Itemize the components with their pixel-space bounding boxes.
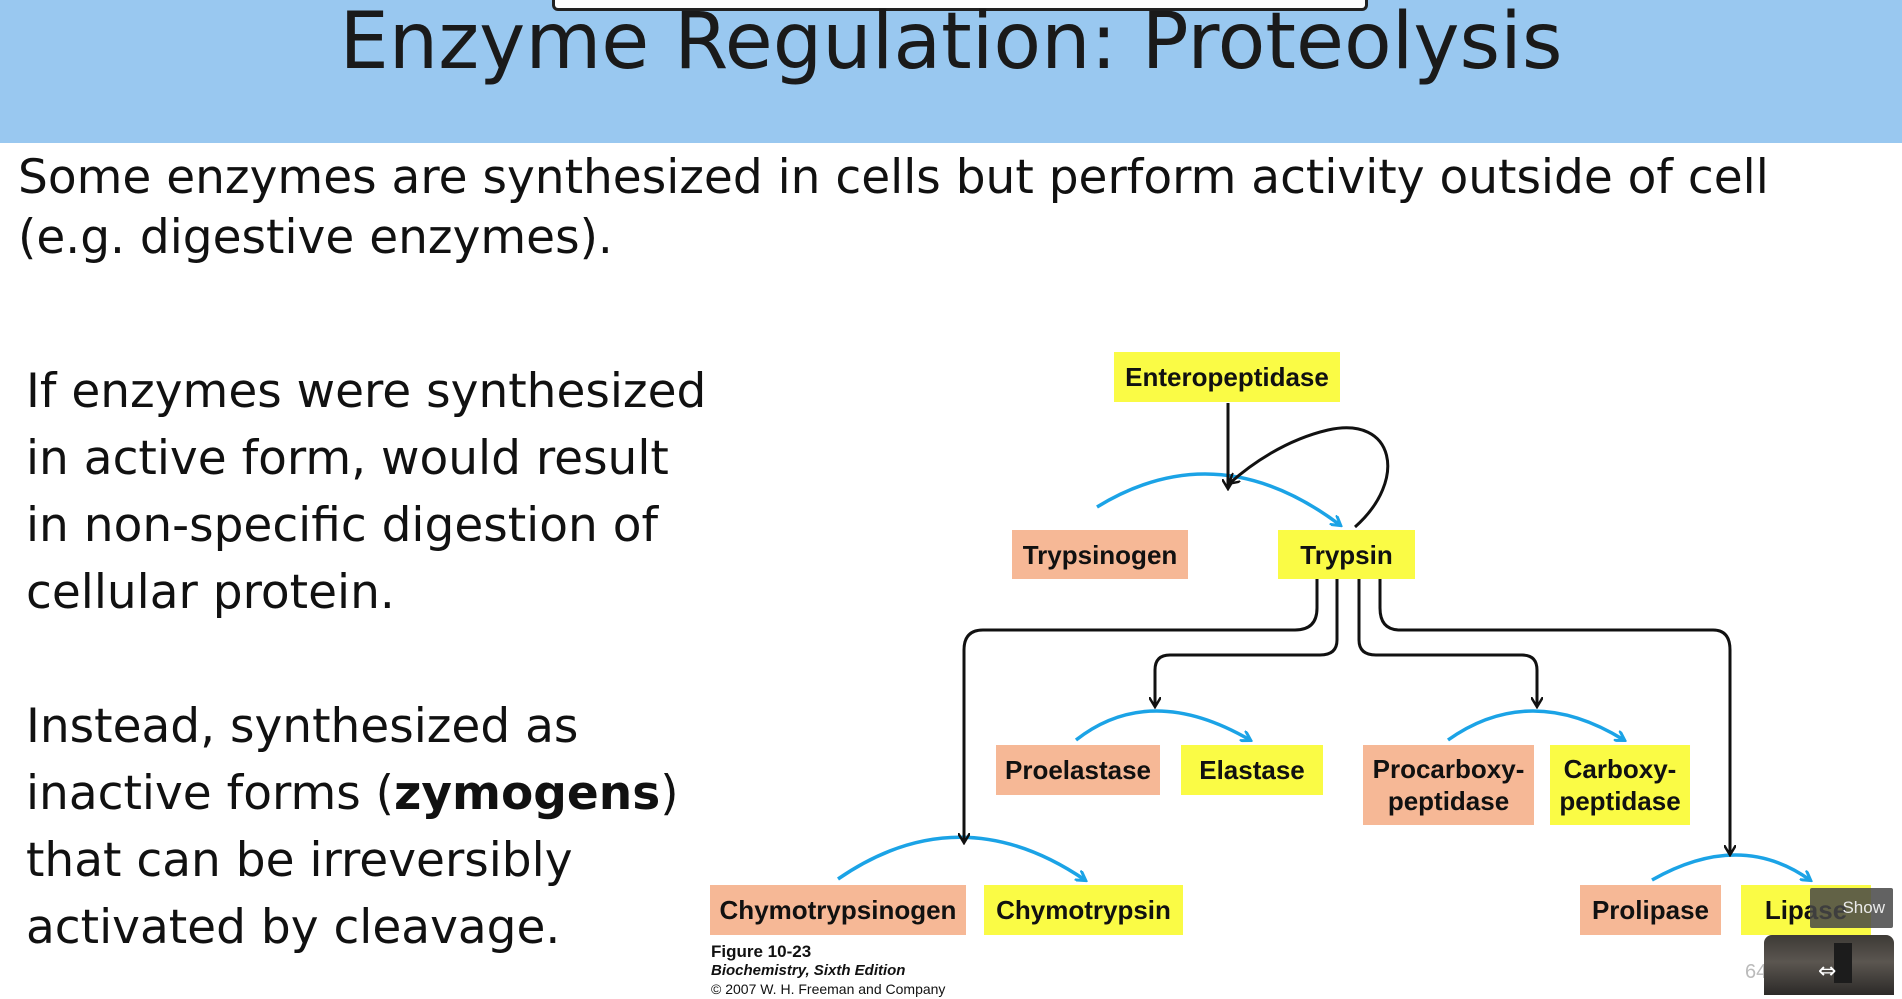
activation-arrow-chymotrypsin xyxy=(837,835,1085,880)
cleavage-arrow-procarboxypeptidase xyxy=(1357,579,1537,706)
paragraph-zymogens: Instead, synthesized as inactive forms (… xyxy=(26,693,726,961)
paragraph-active-form: If enzymes were synthesized in active fo… xyxy=(26,364,707,620)
slide-page-number: 64 xyxy=(1745,961,1768,983)
carboxypeptidase-line2: peptidase xyxy=(1559,786,1681,816)
show-button[interactable]: Show xyxy=(1810,888,1893,928)
zymogen-activation-diagram: Enteropeptidase Trypsinogen Trypsin Proe… xyxy=(700,340,1902,995)
title-tab xyxy=(552,0,1368,11)
trypsin-node: Trypsin xyxy=(1278,530,1415,579)
carboxypeptidase-line1: Carboxy- xyxy=(1563,754,1677,784)
procarboxypeptidase-node: Procarboxy- peptidase xyxy=(1363,745,1534,825)
activation-arrow-carboxypeptidase xyxy=(1446,709,1624,740)
activation-arrow-lipase xyxy=(1651,853,1810,880)
paragraph-zymogens-end: ) that can be irreversibly activated by … xyxy=(26,766,679,955)
activation-arrow-elastase xyxy=(1074,709,1250,740)
activation-arrow-trypsinogen xyxy=(1096,472,1340,525)
cleavage-arrow-prolipase xyxy=(1378,579,1730,854)
figure-number: Figure 10-23 xyxy=(711,942,812,961)
carboxypeptidase-node: Carboxy- peptidase xyxy=(1550,745,1690,825)
proelastase-node: Proelastase xyxy=(996,745,1160,795)
paragraph-zymogens-start: Instead, synthesized as inactive forms ( xyxy=(26,699,579,821)
prolipase-node: Prolipase xyxy=(1580,885,1721,935)
cleavage-arrow-proelastase xyxy=(1155,579,1339,706)
elastase-node: Elastase xyxy=(1181,745,1323,795)
video-thumbnail[interactable]: ⇔ xyxy=(1764,935,1894,995)
cleavage-arrow-trypsin-autoactivation xyxy=(1230,426,1390,529)
procarboxypeptidase-line2: peptidase xyxy=(1387,786,1510,816)
slide-title: Enzyme Regulation: Proteolysis xyxy=(339,0,1563,87)
cleavage-arrow-chymotrypsinogen xyxy=(964,579,1319,842)
figure-caption: Figure 10-23 Biochemistry, Sixth Edition… xyxy=(711,942,945,999)
copyright: © 2007 W. H. Freeman and Company xyxy=(711,981,946,997)
diagram-arrows xyxy=(837,403,1902,995)
chymotrypsinogen-node: Chymotrypsinogen xyxy=(710,885,966,935)
intro-text: Some enzymes are synthesized in cells bu… xyxy=(18,150,1769,265)
chymotrypsin-node: Chymotrypsin xyxy=(984,885,1183,935)
zymogens-term: zymogens xyxy=(394,766,661,821)
title-bar: Enzyme Regulation: Proteolysis xyxy=(0,0,1902,143)
procarboxypeptidase-line1: Procarboxy- xyxy=(1372,754,1525,784)
enteropeptidase-node: Enteropeptidase xyxy=(1114,352,1340,402)
trypsinogen-node: Trypsinogen xyxy=(1012,530,1188,579)
book-title: Biochemistry, Sixth Edition xyxy=(711,962,906,979)
resize-arrows-icon[interactable]: ⇔ xyxy=(1818,959,1837,984)
